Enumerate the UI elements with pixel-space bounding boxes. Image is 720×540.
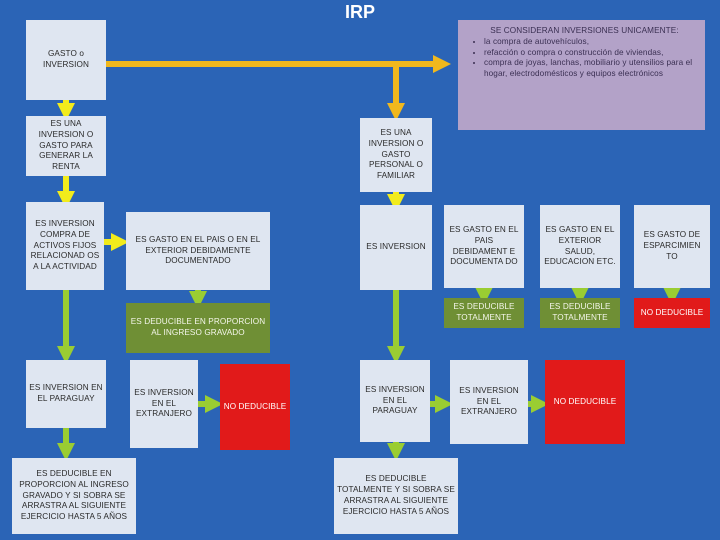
box-no-deducible-2-label: NO DEDUCIBLE [223,401,287,411]
box-gasto-esparcimiento-label: ES GASTO DE ESPARCIMIEN TO [643,230,701,261]
box-gasto-pais-exterior: ES GASTO EN EL PAIS O EN EL EXTERIOR DEB… [126,212,270,290]
box-deducible-5-anos-label: ES DEDUCIBLE EN PROPORCION AL INGRESO GR… [19,468,129,522]
box-gasto-pais-documentado: ES GASTO EN EL PAIS DEBIDAMENT E DOCUMEN… [444,205,524,288]
box-deducible-total-arrastra: ES DEDUCIBLE TOTALMENTE Y SI SOBRA SE AR… [334,458,458,534]
box-gasto-pais-documentado-label: ES GASTO EN EL PAIS DEBIDAMENT E DOCUMEN… [449,224,519,267]
note-item: compra de joyas, lanchas, mobiliario y u… [484,58,697,80]
box-no-deducible-1-label: NO DEDUCIBLE [640,307,704,317]
box-inversion-paraguay-1: ES INVERSION EN EL PARAGUAY [26,360,106,428]
box-inversion-extranjero-2-label: ES INVERSION EN EL EXTRANJERO [459,385,519,417]
box-no-deducible-2: NO DEDUCIBLE [220,364,290,450]
box-inversiones-nota: SE CONSIDERAN INVERSIONES UNICAMENTE: la… [458,20,705,130]
box-inversion-activos: ES INVERSION COMPRA DE ACTIVOS FIJOS REL… [26,202,104,290]
note-item: refacción o compra o construcción de viv… [484,48,697,59]
box-deducible-5-anos: ES DEDUCIBLE EN PROPORCION AL INGRESO GR… [12,458,136,534]
box-inversion-gasto-personal-label: ES UNA INVERSION O GASTO PERSONAL O FAMI… [368,127,424,181]
arrow-gasto-to-personal [106,61,405,121]
box-gasto-o-inversion-label: GASTO o INVERSION [43,49,89,69]
box-gasto-o-inversion: GASTO o INVERSION [26,20,106,100]
box-gasto-pais-exterior-label: ES GASTO EN EL PAIS O EN EL EXTERIOR DEB… [135,234,261,266]
box-inversion-extranjero-1-label: ES INVERSION EN EL EXTRANJERO [134,387,194,419]
page-title: IRP [344,2,375,22]
box-deducible-proporcion-label: ES DEDUCIBLE EN PROPORCION AL INGRESO GR… [130,317,266,337]
note-item: la compra de autovehículos, [484,37,697,48]
box-inversion-gasto-personal: ES UNA INVERSION O GASTO PERSONAL O FAMI… [360,118,432,192]
box-deducible-total-arrastra-label: ES DEDUCIBLE TOTALMENTE Y SI SOBRA SE AR… [337,474,455,516]
box-deducible-totalmente-2-label: ES DEDUCIBLE TOTALMENTE [549,302,611,322]
box-inversion-activos-label: ES INVERSION COMPRA DE ACTIVOS FIJOS REL… [30,218,100,272]
box-inversion-extranjero-2: ES INVERSION EN EL EXTRANJERO [450,360,528,444]
box-no-deducible-3: NO DEDUCIBLE [545,360,625,444]
box-deducible-proporcion: ES DEDUCIBLE EN PROPORCION AL INGRESO GR… [126,303,270,353]
box-gasto-esparcimiento: ES GASTO DE ESPARCIMIEN TO [634,205,710,288]
box-inversion-paraguay-2-label: ES INVERSION EN EL PARAGUAY [365,384,425,416]
box-gasto-exterior-salud: ES GASTO EN EL EXTERIOR SALUD, EDUCACION… [540,205,620,288]
box-inversion-paraguay-1-label: ES INVERSION EN EL PARAGUAY [29,383,103,403]
box-deducible-totalmente-1-label: ES DEDUCIBLE TOTALMENTE [453,302,515,322]
box-es-inversion: ES INVERSION [360,205,432,290]
box-es-inversion-label: ES INVERSION [366,242,426,252]
box-inversion-extranjero-1: ES INVERSION EN EL EXTRANJERO [130,360,198,448]
box-no-deducible-3-label: NO DEDUCIBLE [553,396,617,406]
box-inversion-gasto-renta: ES UNA INVERSION O GASTO PARA GENERAR LA… [26,116,106,176]
box-deducible-totalmente-1: ES DEDUCIBLE TOTALMENTE [444,298,524,328]
note-heading: SE CONSIDERAN INVERSIONES UNICAMENTE: [490,26,679,35]
box-no-deducible-1: NO DEDUCIBLE [634,298,710,328]
box-gasto-exterior-salud-label: ES GASTO EN EL EXTERIOR SALUD, EDUCACION… [544,224,616,267]
box-inversion-gasto-renta-label: ES UNA INVERSION O GASTO PARA GENERAR LA… [38,118,94,172]
box-deducible-totalmente-2: ES DEDUCIBLE TOTALMENTE [540,298,620,328]
box-inversion-paraguay-2: ES INVERSION EN EL PARAGUAY [360,360,430,442]
